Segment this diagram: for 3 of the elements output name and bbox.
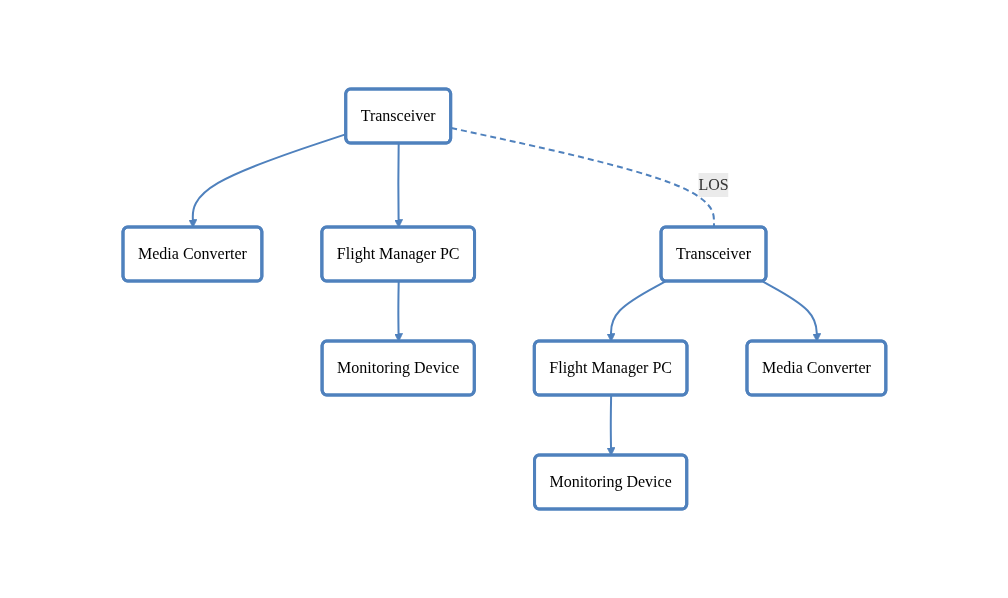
- arrow: [606, 280, 667, 342]
- edge-label: LOS: [697, 176, 729, 193]
- arrow: [761, 280, 821, 342]
